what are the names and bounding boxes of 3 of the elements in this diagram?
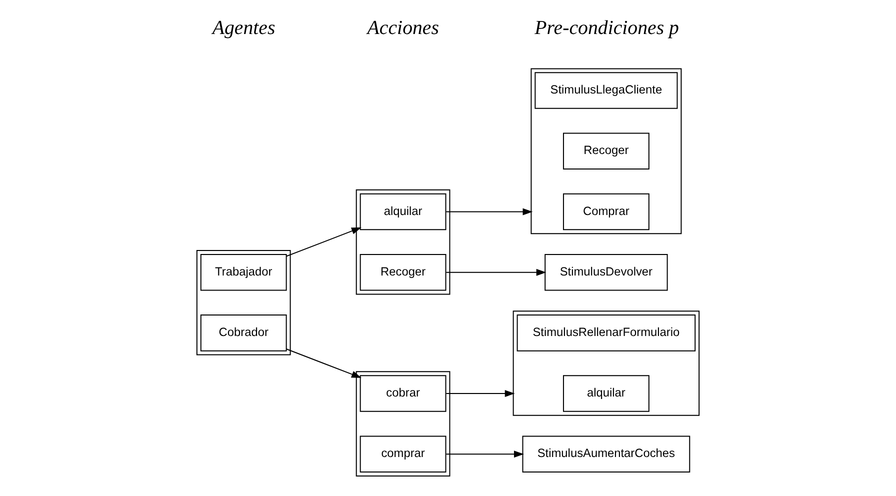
- label: Agentes: [212, 16, 276, 39]
- label: Acciones: [367, 16, 439, 39]
- label: Pre-condiciones p: [534, 16, 679, 39]
